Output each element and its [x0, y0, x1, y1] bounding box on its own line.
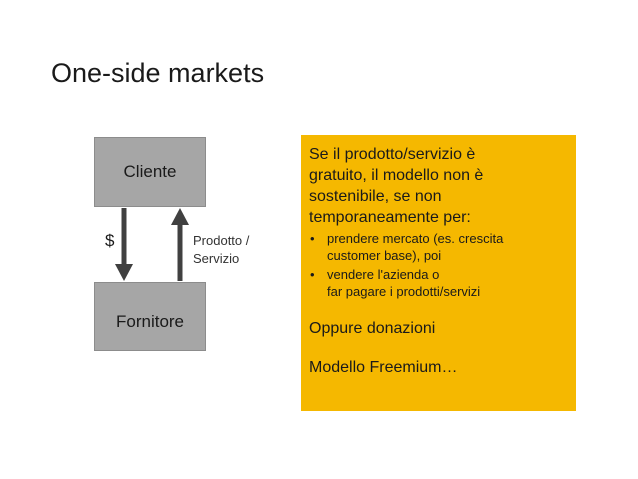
lead-line: gratuito, il modello non è: [309, 167, 484, 184]
product-flow-label-line: Prodotto /: [193, 233, 250, 248]
bullet-item: • prendere mercato (es. crescita custome…: [309, 230, 568, 264]
cliente-label: Cliente: [123, 162, 177, 181]
bullet-line: customer base), poi: [327, 248, 442, 263]
explanation-lead: Se il prodotto/servizio è gratuito, il m…: [309, 144, 568, 228]
bullet-icon: •: [310, 231, 315, 246]
bullet-line: far pagare i prodotti/servizi: [327, 284, 481, 299]
fornitore-node: Fornitore: [94, 282, 206, 351]
alternative-freemium: Modello Freemium…: [309, 359, 458, 376]
payment-arrow-head: [115, 264, 133, 281]
explanation-bullets: • prendere mercato (es. crescita custome…: [309, 230, 568, 300]
bullet-line: prendere mercato (es. crescita: [327, 231, 504, 246]
bullet-line: vendere l'azienda o: [327, 267, 440, 282]
fornitore-label: Fornitore: [115, 312, 185, 331]
bullet-item: • vendere l'azienda o far pagare i prodo…: [309, 266, 568, 300]
slide-title: One-side markets: [51, 58, 265, 88]
payment-flow-label: $: [105, 231, 115, 250]
lead-line: Se il prodotto/servizio è: [309, 146, 476, 163]
product-flow-label-line: Servizio: [193, 251, 240, 266]
product-arrow-head: [171, 208, 189, 225]
lead-line: sostenibile, se non: [309, 188, 442, 205]
cliente-node: Cliente: [94, 137, 206, 207]
alternative-donations: Oppure donazioni: [309, 320, 436, 337]
explanation-box: Se il prodotto/servizio è gratuito, il m…: [301, 135, 576, 411]
product-flow-label: Prodotto / Servizio: [193, 232, 249, 268]
bullet-icon: •: [310, 267, 315, 282]
lead-line: temporaneamente per:: [309, 209, 471, 226]
